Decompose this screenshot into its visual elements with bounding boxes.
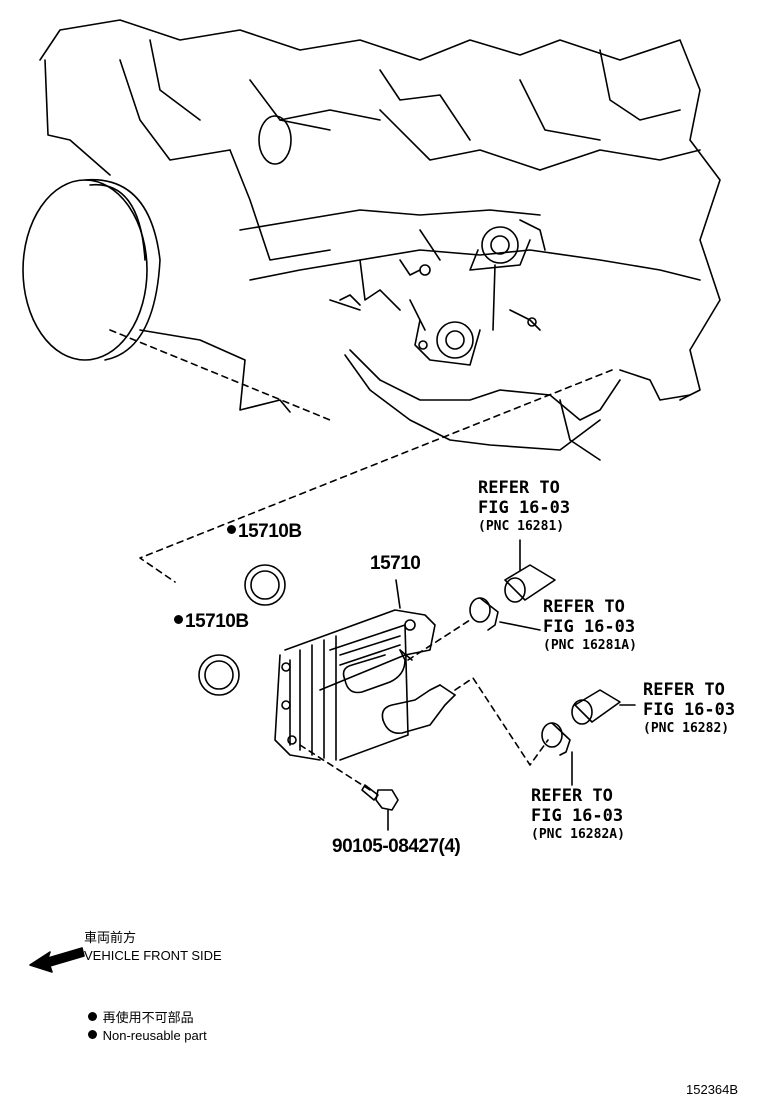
legend-front-en: VEHICLE FRONT SIDE — [84, 948, 222, 963]
bolt — [361, 784, 399, 831]
part-label-bolt: 90105-08427(4) — [332, 836, 461, 857]
boss-lower — [436, 321, 474, 359]
nonreusable-marker — [88, 1030, 97, 1040]
callout-16282-line1: REFER TO — [643, 680, 725, 700]
assembly-line — [139, 369, 613, 583]
clamp-16282a — [541, 722, 573, 786]
callout-16282-line3: (PNC 16282) — [643, 721, 730, 736]
legend-front-jp: 車両前方 — [84, 930, 137, 945]
part-label-gasket-upper: 15710B — [227, 521, 302, 543]
boss-upper — [481, 226, 519, 264]
callout-16281a-line3: (PNC 16281A) — [543, 638, 637, 653]
hose-16282 — [571, 689, 636, 725]
part-label-cooler: 15710 — [370, 553, 421, 574]
nonreusable-marker — [174, 615, 183, 625]
callout-16282a-line1: REFER TO — [531, 786, 613, 806]
engine-block — [22, 19, 721, 461]
mount-line — [492, 264, 496, 331]
legend-text: 再使用不可部品 — [102, 1010, 194, 1025]
callout-16281a-line2: FIG 16-03 — [543, 617, 636, 637]
part-label-gasket-lower: 15710B — [174, 611, 249, 633]
part-number: 15710B — [238, 521, 302, 542]
callout-16282a-line3: (PNC 16282A) — [531, 827, 625, 842]
callout-16282-line2: FIG 16-03 — [643, 700, 736, 720]
legend-text: Non-reusable part — [102, 1028, 207, 1043]
callout-16281-line3: (PNC 16281) — [478, 519, 565, 534]
callout-16282a-line2: FIG 16-03 — [531, 806, 624, 826]
legend-nonreuse-en: Non-reusable part — [88, 1028, 207, 1044]
gasket-upper — [244, 564, 286, 606]
hose-16281 — [504, 539, 556, 603]
oil-cooler — [274, 609, 456, 761]
clamp-16281a — [469, 597, 541, 631]
callout-16281-line2: FIG 16-03 — [478, 498, 571, 518]
part-number: 15710B — [185, 611, 249, 632]
gasket-lower — [198, 654, 240, 696]
nonreusable-marker — [227, 525, 236, 535]
crank-pulley — [22, 179, 148, 361]
legend-nonreuse-jp: 再使用不可部品 — [88, 1010, 194, 1026]
callout-16281a-line1: REFER TO — [543, 597, 625, 617]
vehicle-front-arrow — [29, 947, 85, 973]
figure-id: 152364B — [686, 1082, 739, 1097]
callout-16281-line1: REFER TO — [478, 478, 560, 498]
nonreusable-marker — [88, 1012, 97, 1022]
